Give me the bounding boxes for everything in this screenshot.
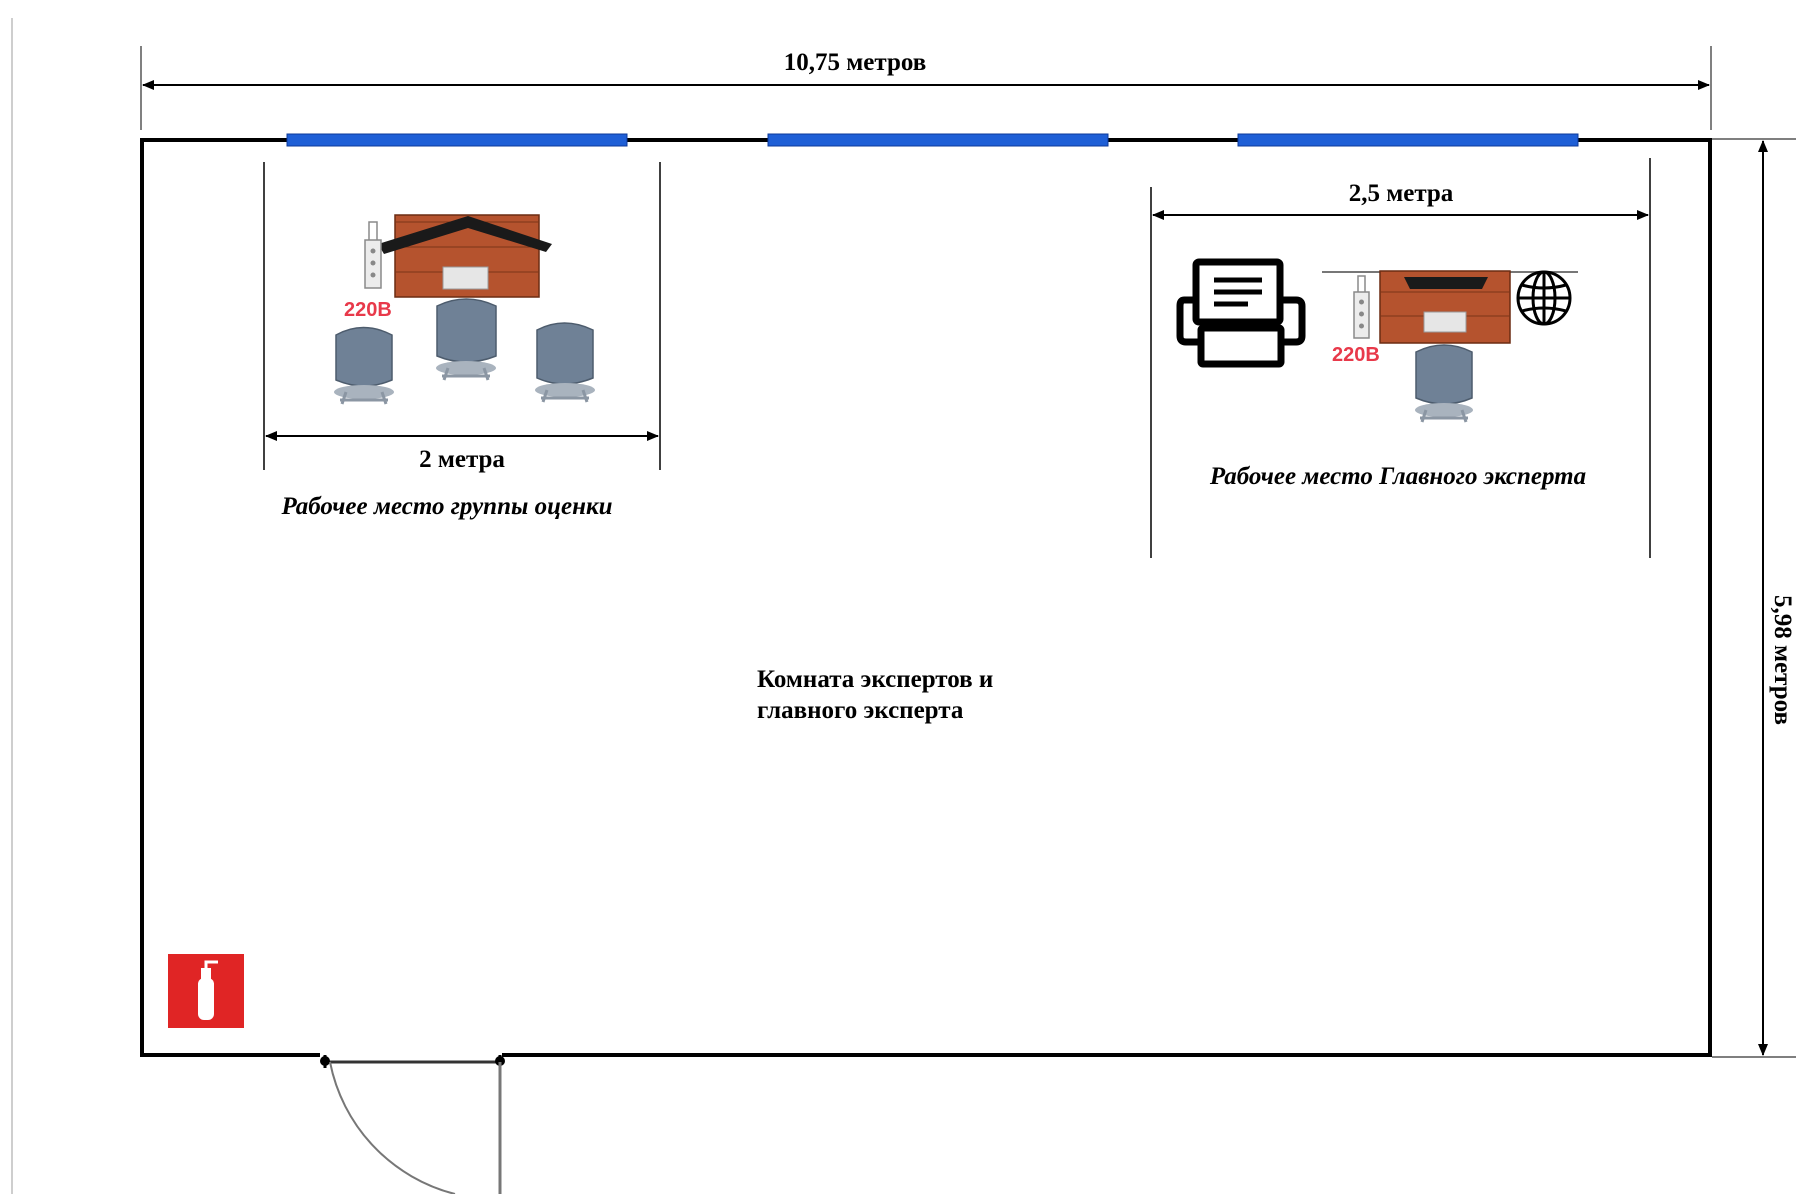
group-desk — [378, 214, 552, 298]
chair-icon — [334, 326, 394, 405]
power-strip-icon — [1353, 275, 1370, 339]
chief-desk — [1379, 270, 1511, 344]
room-label-line2: главного эксперта — [757, 697, 964, 724]
printer-icon — [1176, 258, 1306, 368]
chief-workplace: 2,5 метра Рабочее место Главного эксперт… — [1150, 158, 1651, 558]
group-width-label: 2 метра — [419, 446, 505, 473]
height-dimension-label: 5,98 метров — [1769, 595, 1796, 725]
chair-icon — [436, 298, 497, 381]
door-icon — [320, 1055, 505, 1195]
monitor-icon — [1404, 277, 1488, 289]
chair-icon — [535, 322, 595, 403]
window-1 — [286, 133, 628, 147]
chief-socket-label: 220В — [1332, 344, 1380, 366]
globe-icon — [1516, 270, 1572, 326]
chief-width-label: 2,5 метра — [1349, 180, 1454, 207]
group-workplace-caption: Рабочее место группы оценки — [280, 493, 612, 520]
monitor-icon — [378, 216, 552, 254]
group-workplace: 2 метра Рабочее место группы оценки 220В — [263, 162, 661, 520]
chief-workplace-caption: Рабочее место Главного эксперта — [1209, 463, 1586, 490]
group-socket-label: 220В — [344, 299, 392, 321]
fire-extinguisher-icon — [168, 954, 244, 1028]
keyboard-icon — [1423, 311, 1467, 333]
power-strip-icon — [364, 221, 382, 289]
room-label-line1: Комната экспертов и — [757, 666, 993, 693]
chair-icon — [1415, 344, 1473, 423]
width-dimension-label: 10,75 метров — [784, 49, 927, 76]
keyboard-icon — [442, 266, 489, 290]
window-3 — [1237, 133, 1579, 147]
window-2 — [767, 133, 1109, 147]
height-dimension: 5,98 метров — [1712, 138, 1796, 1058]
width-dimension: 10,75 метров — [140, 46, 1712, 130]
